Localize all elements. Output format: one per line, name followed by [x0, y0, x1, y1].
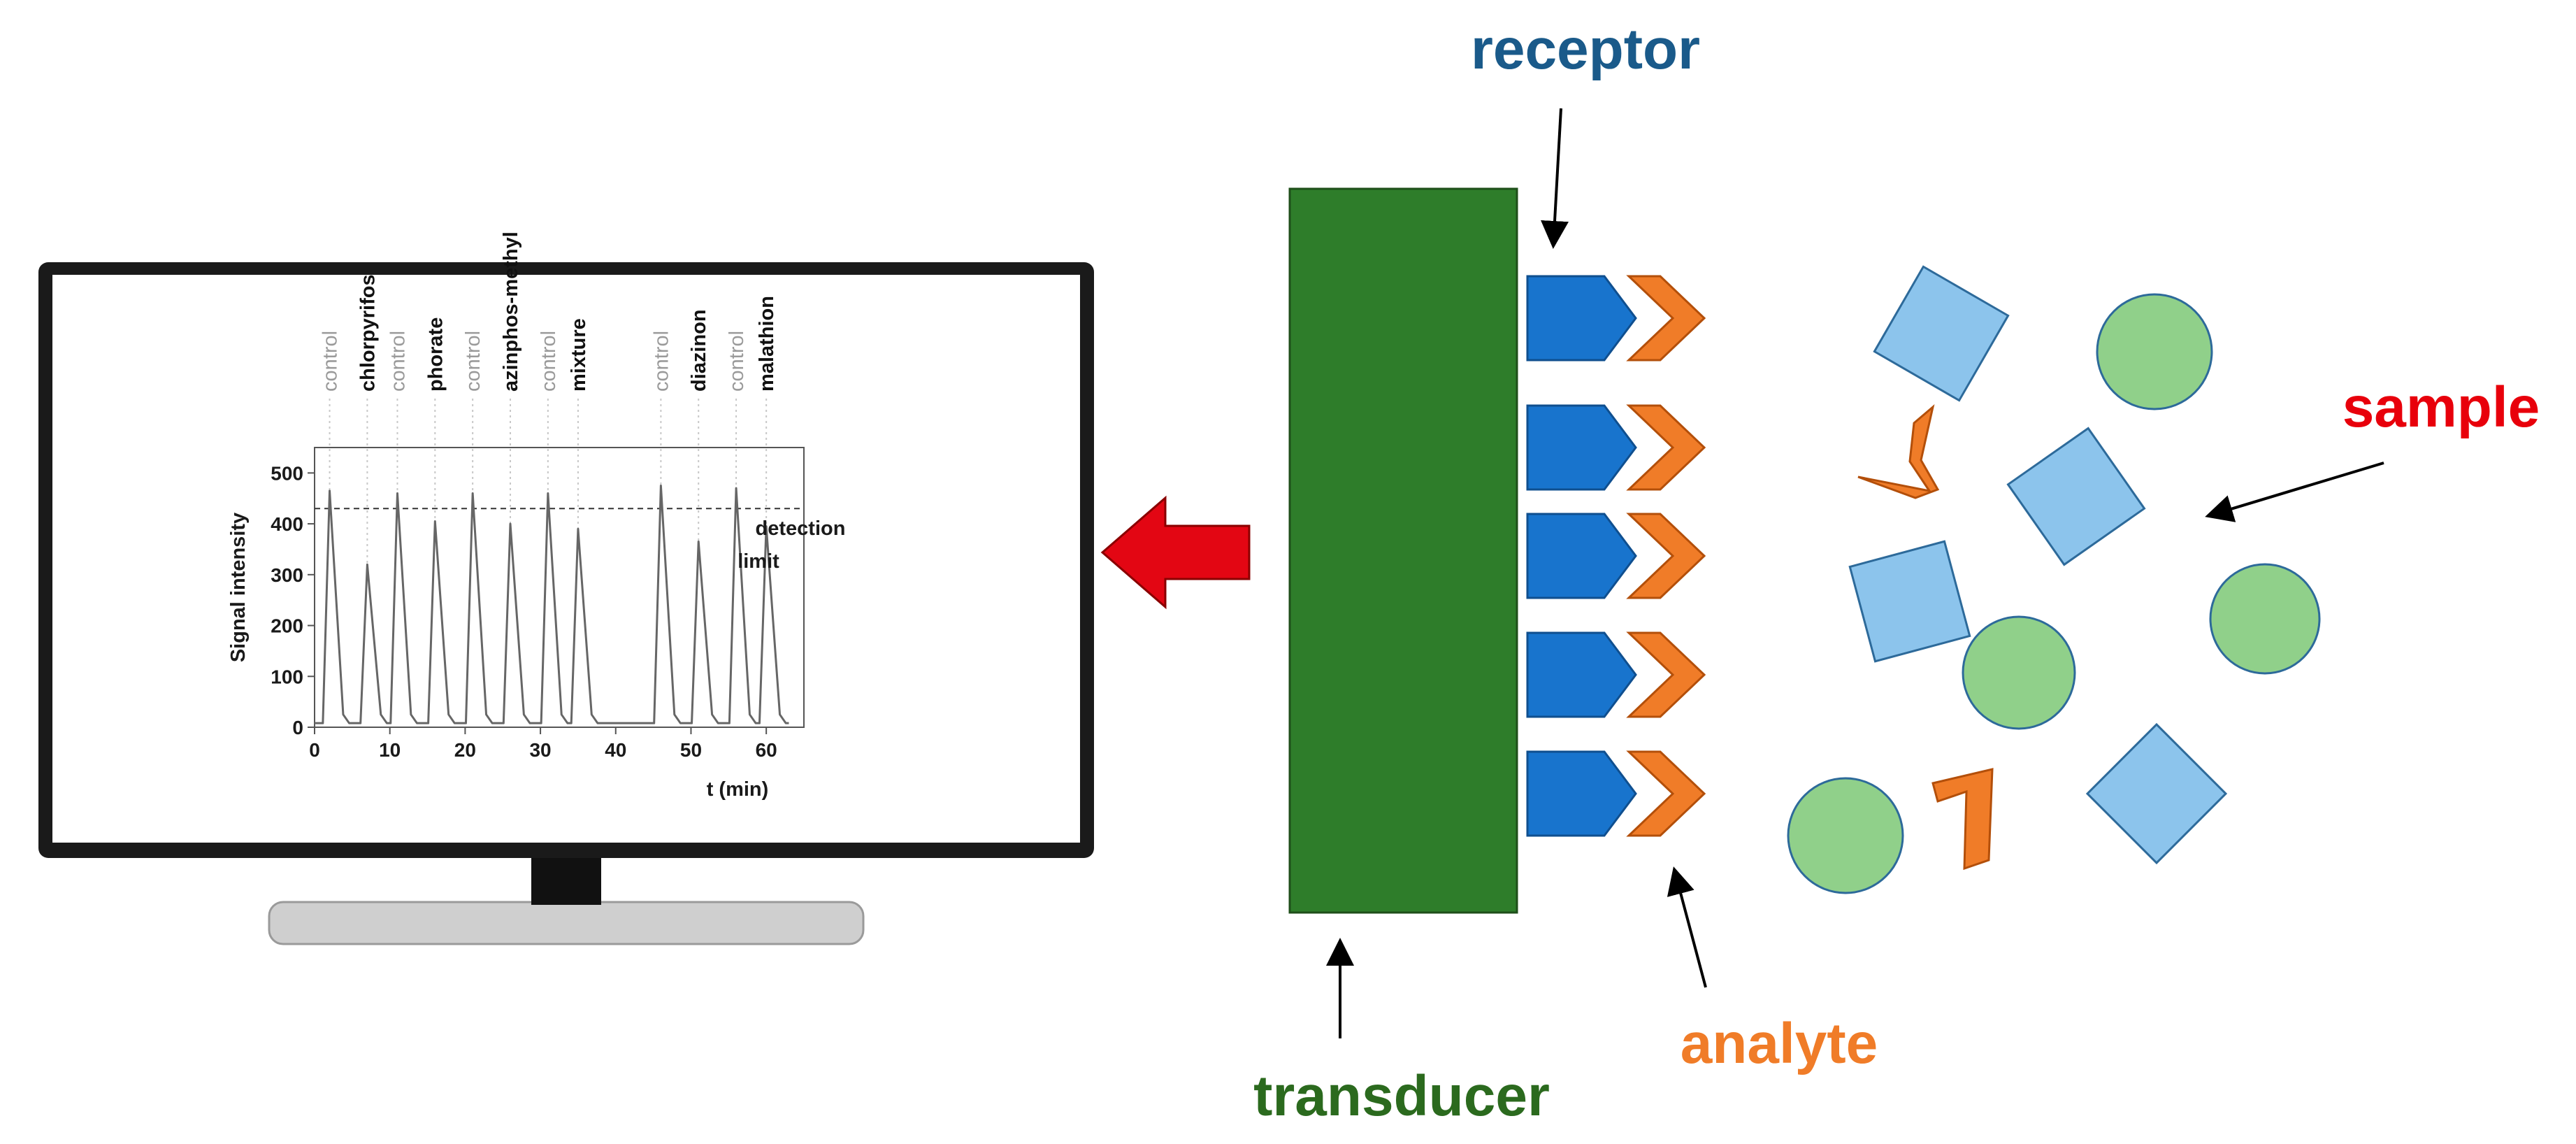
- peak-label: control: [538, 331, 560, 392]
- receptor-shape: [1526, 513, 1637, 599]
- receptor-shape: [1526, 631, 1637, 718]
- circle-particle: [1962, 615, 2076, 730]
- circle-particle: [1787, 777, 1904, 894]
- sample-label: sample: [2343, 376, 2540, 439]
- y-tick-label: 500: [271, 462, 303, 484]
- peak-label: mixture: [568, 318, 590, 392]
- x-tick-label: 30: [529, 739, 551, 761]
- peak-label: diazinon: [688, 309, 710, 392]
- x-tick-label: 0: [309, 739, 320, 761]
- peak-label: malathion: [756, 296, 778, 392]
- peak-label: azinphos-methyl: [500, 231, 522, 392]
- x-tick-label: 40: [605, 739, 626, 761]
- detection-limit-label-line2: limit: [737, 550, 779, 573]
- receptor-shape: [1526, 275, 1637, 362]
- bound-analyte-group: [1626, 275, 1706, 837]
- peak-label: phorate: [424, 317, 447, 392]
- detection-limit-label-line1: detection: [756, 517, 846, 540]
- y-axis-title: Signal intensity: [227, 513, 250, 662]
- output-arrow: [1100, 495, 1251, 610]
- peak-label: control: [650, 331, 672, 392]
- analyte-shape: [1626, 513, 1706, 599]
- peak-label: control: [726, 331, 748, 392]
- x-axis-title: t (min): [707, 778, 769, 801]
- analyte-shape: [1626, 750, 1706, 837]
- y-axis-ticks: 0 100 200 300 400 500: [271, 462, 315, 738]
- receptor-group: [1526, 275, 1637, 837]
- sample-squares: [1848, 265, 2228, 865]
- transducer-block: [1288, 187, 1518, 914]
- peak-label: control: [387, 331, 409, 392]
- y-tick-label: 100: [271, 666, 303, 687]
- square-particle: [1873, 265, 2010, 402]
- x-tick-label: 60: [756, 739, 777, 761]
- peak-labels: control chlorpyrifos control phorate control…: [319, 231, 779, 392]
- square-particle: [1848, 540, 1971, 663]
- free-analyte-shape: [1931, 768, 1994, 871]
- receptor-shape: [1526, 750, 1637, 837]
- y-tick-label: 200: [271, 615, 303, 637]
- receptor-label: receptor: [1471, 17, 1700, 81]
- analyte-shape: [1626, 631, 1706, 718]
- sample-pointer-arrow: [2205, 462, 2384, 522]
- x-tick-label: 10: [379, 739, 401, 761]
- circle-particle: [2209, 563, 2321, 675]
- x-axis-ticks: 0 10 20 30 40 50 60: [309, 727, 777, 761]
- analyte-shape: [1626, 275, 1706, 362]
- analyte-label: analyte: [1681, 1012, 1878, 1075]
- free-analyte-group: [1857, 403, 1994, 871]
- analyte-pointer-arrow: [1667, 866, 1707, 988]
- free-analyte-shape: [1857, 403, 1940, 499]
- transducer-label: transducer: [1253, 1064, 1550, 1128]
- square-particle: [2085, 722, 2228, 865]
- signal-trace: [315, 485, 789, 724]
- signal-chart: 0 100 200 300 400 500 0 10 20 30 40 50 60 control ch…: [227, 231, 845, 801]
- y-tick-label: 400: [271, 513, 303, 535]
- y-tick-label: 0: [292, 717, 303, 738]
- circle-particle: [2096, 293, 2213, 410]
- x-tick-label: 20: [454, 739, 476, 761]
- pointer-arrows: [1326, 108, 2384, 1038]
- analyte-shape: [1626, 404, 1706, 491]
- peak-label: chlorpyrifos: [357, 274, 379, 392]
- chart-control-guides: [329, 399, 768, 565]
- monitor-screen: [52, 275, 1080, 843]
- peak-label: control: [319, 331, 342, 392]
- x-tick-label: 50: [680, 739, 702, 761]
- peak-label: control: [462, 331, 484, 392]
- monitor-stand-neck: [531, 855, 601, 905]
- receptor-shape: [1526, 404, 1637, 491]
- receptor-pointer-arrow: [1541, 108, 1569, 249]
- square-particle: [2006, 427, 2146, 566]
- sample-circles: [1787, 293, 2321, 894]
- monitor-stand-base: [268, 901, 865, 945]
- monitor: [38, 262, 1094, 945]
- chart-plot-frame: [314, 447, 805, 728]
- y-tick-label: 300: [271, 564, 303, 586]
